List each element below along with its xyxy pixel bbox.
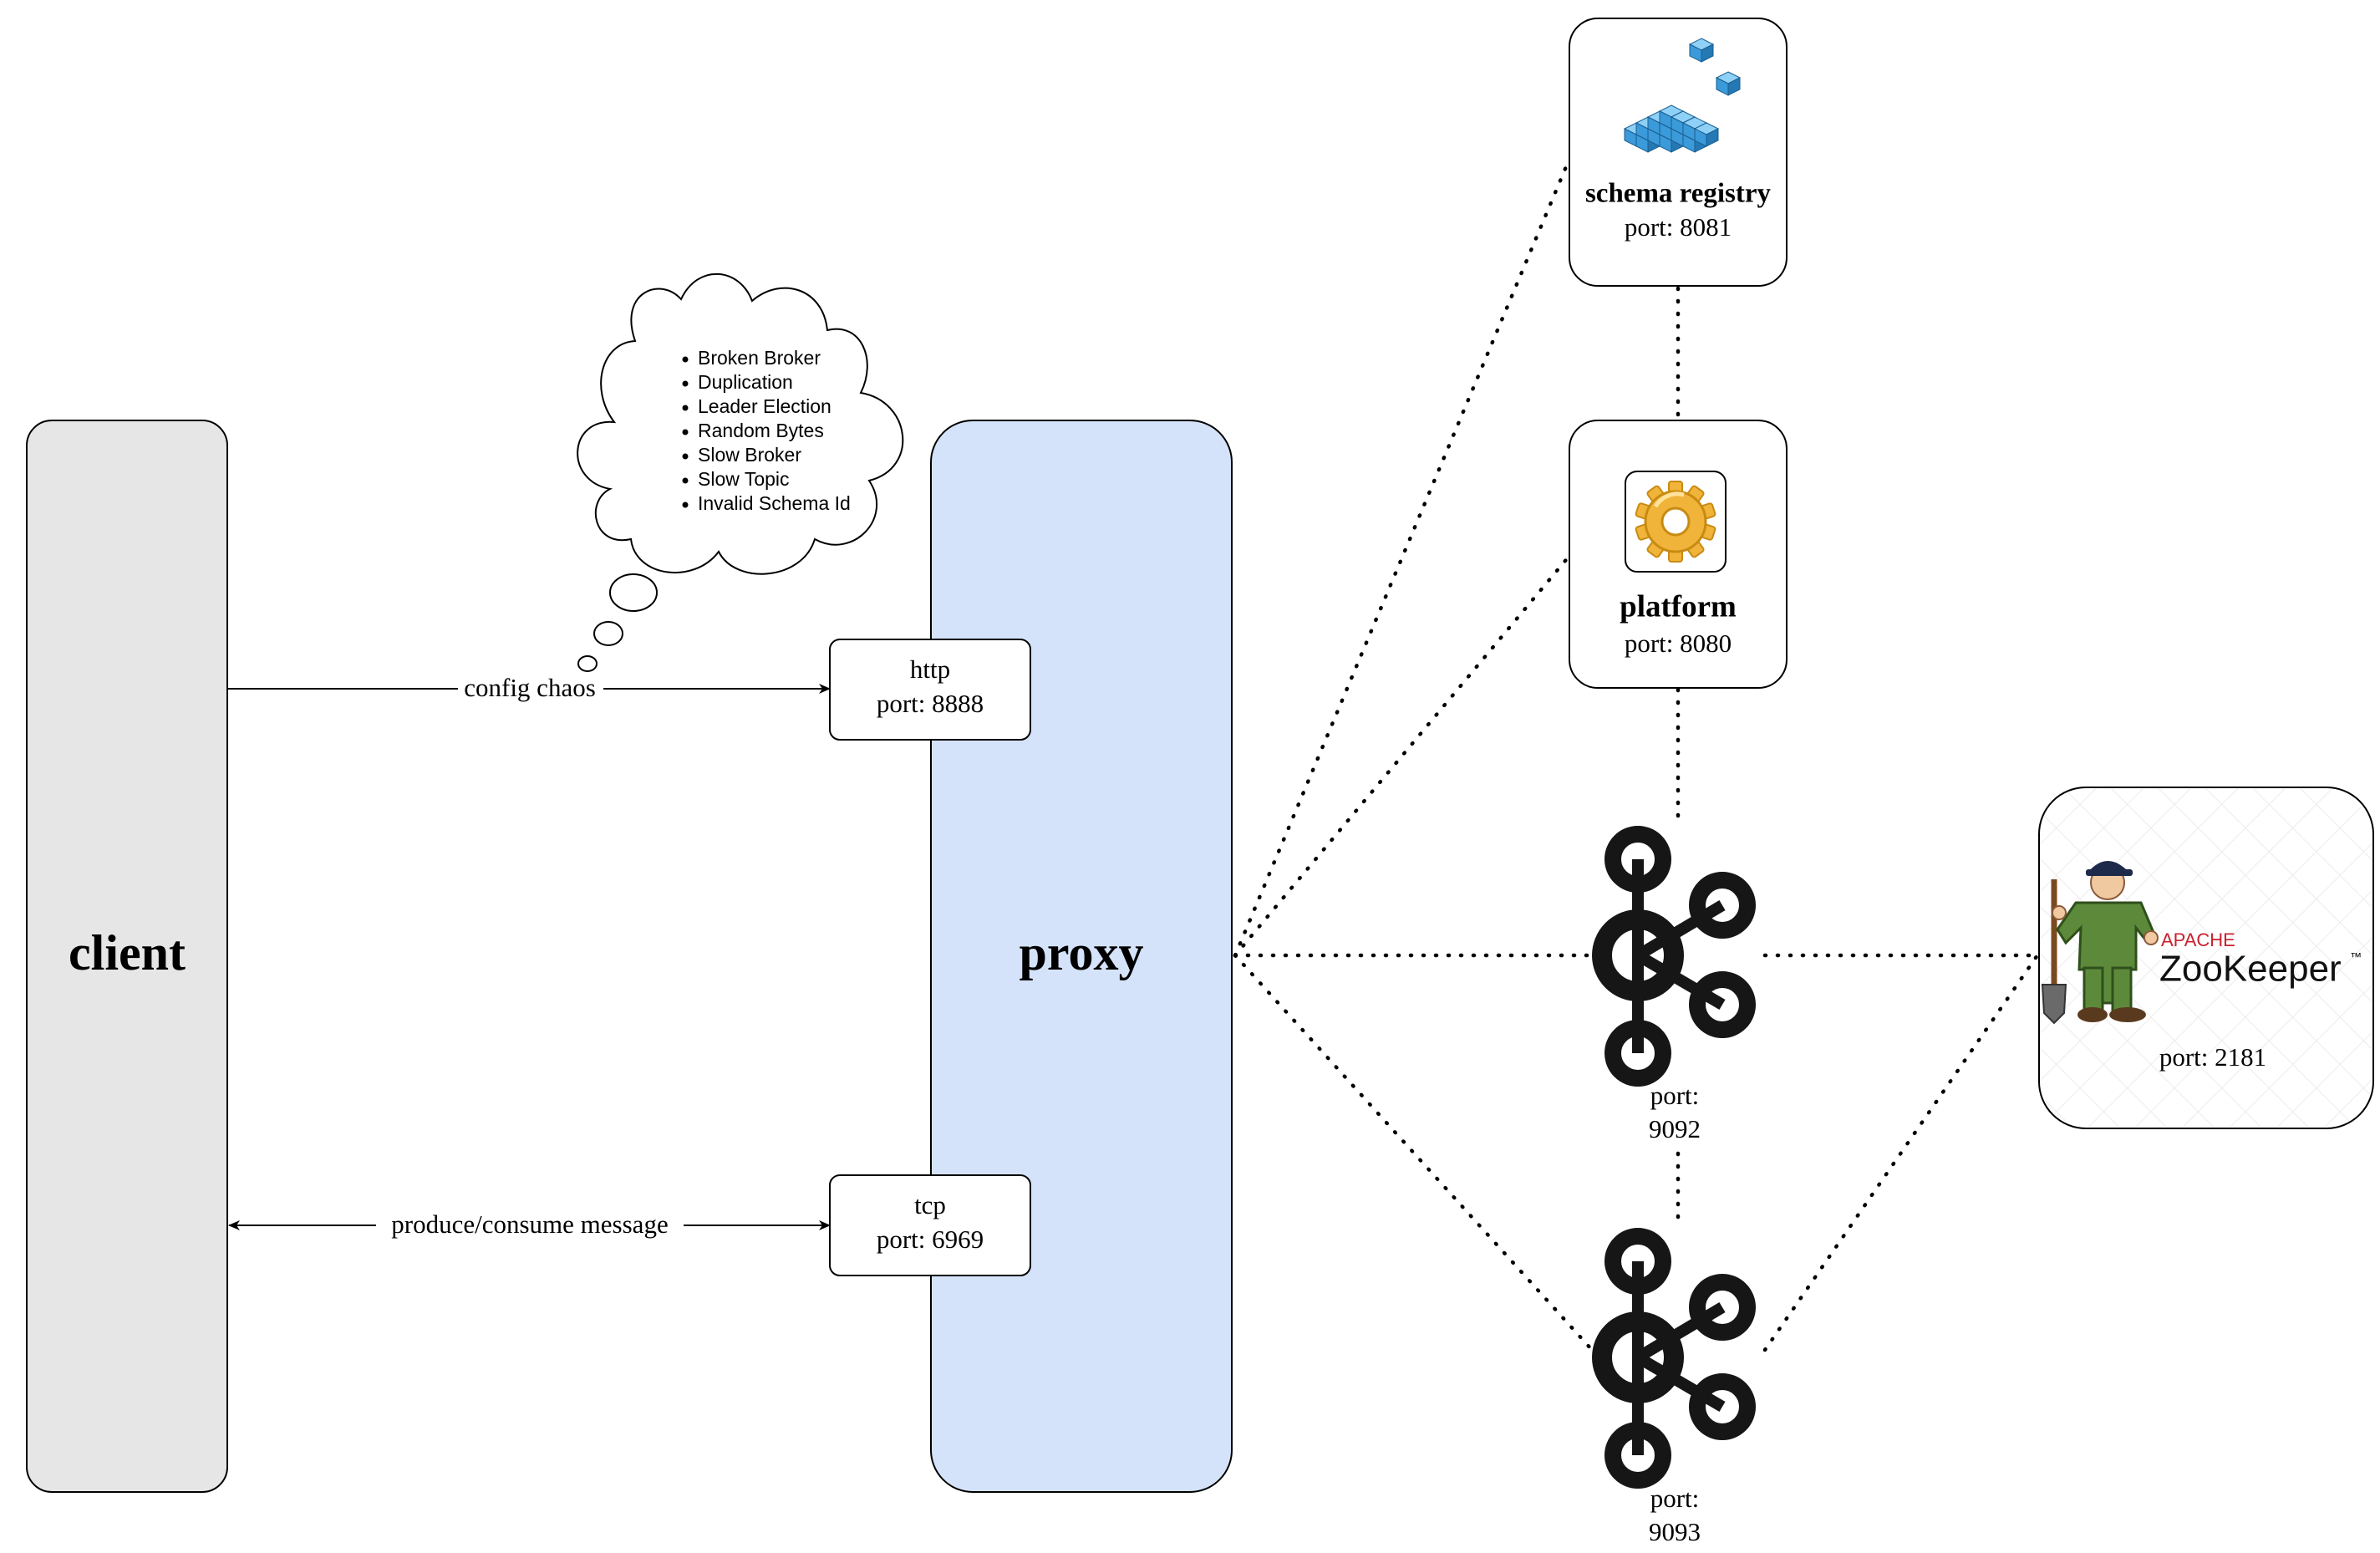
tcp-protocol-label: tcp: [914, 1190, 946, 1219]
zookeeper-port: port: 2181: [2159, 1042, 2266, 1072]
link-proxy-kafka-2: [1233, 953, 1594, 1352]
chaos-list-bullet: [682, 405, 689, 411]
platform-node: platform port: 8080: [1569, 420, 1788, 689]
chaos-list-item: Slow Topic: [698, 468, 790, 490]
kafka-icon: [1602, 1236, 1747, 1480]
kafka-2-port-line2: 9093: [1649, 1517, 1701, 1546]
zookeeper-apache-label: APACHE: [2161, 929, 2235, 950]
zookeeper-node: APACHE ZooKeeper ™ port: 2181: [2038, 787, 2374, 1129]
chaos-list-item: Slow Broker: [698, 444, 801, 466]
config-edge-label: config chaos: [464, 673, 596, 702]
config-edge: config chaos: [227, 673, 831, 705]
chaos-list-item: Broken Broker: [698, 347, 821, 369]
cube-face: [1701, 43, 1714, 63]
schema-registry-port: port: 8081: [1625, 212, 1732, 242]
link-proxy-schema-registry: [1233, 156, 1572, 958]
chaos-list-item: Random Bytes: [698, 420, 824, 441]
tcp-port-label: port: 6969: [877, 1225, 984, 1254]
chaos-list-bullet: [682, 477, 689, 484]
chaos-list-item: Duplication: [698, 371, 793, 393]
chaos-list-item: Invalid Schema Id: [698, 492, 851, 514]
kafka-broker-1: port: 9092: [1602, 834, 1776, 1143]
cubes-icon: [1623, 38, 1742, 153]
kafka-broker-2: port: 9093: [1602, 1236, 1747, 1546]
kafka-icon: [1602, 834, 1747, 1078]
produce-consume-label: produce/consume message: [391, 1209, 668, 1239]
proxy-label: proxy: [1020, 925, 1144, 980]
kafka-1-port-line1: port:: [1650, 1081, 1700, 1110]
gear-icon: [1625, 471, 1727, 573]
http-port-label: port: 8888: [877, 689, 984, 718]
link-kafka-2-zookeeper: [1762, 953, 2040, 1352]
platform-title: platform: [1620, 589, 1737, 624]
thought-bubble-medium: [593, 621, 623, 646]
thought-bubble-small: [577, 655, 598, 672]
produce-consume-edge: produce/consume message: [228, 1209, 831, 1241]
kafka-2-port-line1: port:: [1650, 1484, 1700, 1513]
kafka-1-port-line2: 9092: [1649, 1114, 1701, 1143]
http-port-box: http port: 8888: [829, 639, 1031, 741]
tcp-port-box: tcp port: 6969: [829, 1174, 1031, 1276]
zookeeper-name-label: ZooKeeper: [2159, 949, 2342, 990]
chaos-list-bullet: [682, 453, 689, 460]
proxy-node: proxy: [930, 420, 1233, 1493]
thought-bubble-large: [609, 573, 658, 612]
zookeeper-trademark: ™: [2350, 950, 2362, 964]
cube-face: [1727, 77, 1741, 96]
zookeeper-keeper-icon: [2041, 861, 2159, 1025]
chaos-list-bullet: [682, 502, 689, 508]
schema-registry-title: schema registry: [1585, 179, 1772, 209]
chaos-list-bullet: [682, 429, 689, 435]
cube-face: [1706, 128, 1719, 147]
link-proxy-platform: [1233, 553, 1572, 958]
chaos-list-bullet: [682, 380, 689, 387]
chaos-list-bullet: [682, 356, 689, 363]
client-label: client: [69, 925, 186, 980]
platform-port: port: 8080: [1625, 629, 1732, 658]
http-protocol-label: http: [910, 654, 950, 684]
client-node: client: [26, 420, 228, 1493]
dotted-connections: [1233, 156, 2040, 1352]
chaos-list-item: Leader Election: [698, 395, 831, 417]
schema-registry-node: schema registry port: 8081: [1569, 18, 1788, 287]
